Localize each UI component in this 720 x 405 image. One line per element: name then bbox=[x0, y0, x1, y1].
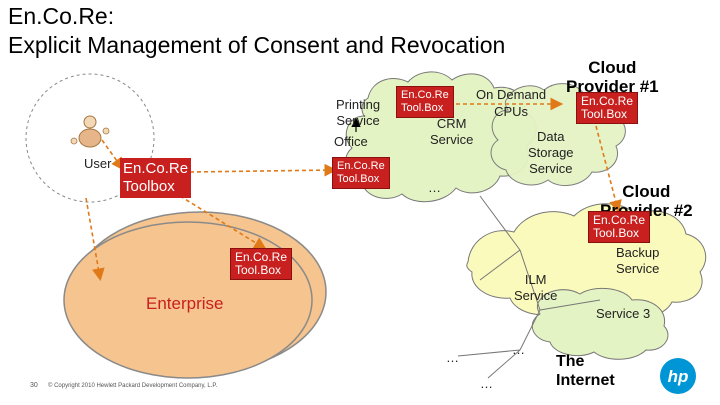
flow-arrow-cloud1-to-cloud2 bbox=[595, 125, 622, 214]
copyright-text: © Copyright 2010 Hewlett Packard Develop… bbox=[48, 383, 218, 389]
user-figure-icon bbox=[70, 115, 110, 148]
internet-link-5 bbox=[487, 349, 521, 379]
user-label: User bbox=[84, 156, 112, 171]
ellipsis-b: … bbox=[446, 350, 459, 365]
printing-service-label: Printing Service bbox=[336, 97, 381, 128]
company-toolbox-mid: En.Co.Re Tool.Box bbox=[332, 157, 390, 189]
internet-link-7 bbox=[479, 249, 521, 281]
the-internet-label: The Internet bbox=[556, 353, 615, 389]
service-3-label: Service 3 bbox=[596, 306, 651, 321]
enterprise-label: Enterprise bbox=[146, 294, 224, 313]
hp-logo-text: hp bbox=[668, 367, 689, 386]
ellipsis-c: … bbox=[480, 376, 493, 391]
flow-arrow-user-to-toolbox bbox=[101, 139, 124, 171]
user-toolbox: En.Co.Re Toolbox bbox=[120, 158, 192, 198]
internet-link-1 bbox=[479, 195, 521, 251]
page-number: 30 bbox=[30, 382, 38, 389]
user-dashed-circle bbox=[25, 73, 155, 203]
cloud1-toolbox: En.Co.Re Tool.Box bbox=[576, 92, 639, 124]
flow-arrow-toolbox-to-company bbox=[189, 163, 338, 177]
company-toolbox-top: En.Co.Re Tool.Box bbox=[396, 86, 454, 118]
title-line-1: En.Co.Re: bbox=[8, 3, 115, 29]
internet-link-6 bbox=[539, 299, 601, 311]
ilm-service-label: ILM Service bbox=[514, 272, 558, 303]
cloud2-toolbox: En.Co.Re Tool.Box bbox=[588, 211, 651, 243]
internet-link-4 bbox=[457, 349, 521, 357]
cloud-provider-1-title: Cloud Provider #1 bbox=[566, 58, 659, 96]
office-apps-label: Office Apps bbox=[334, 134, 368, 152]
ellipsis-a: … bbox=[512, 342, 525, 357]
slide-title: En.Co.Re: Explicit Management of Consent… bbox=[8, 2, 505, 60]
internet-link-3 bbox=[519, 309, 541, 351]
backup-service-label: Backup Service bbox=[616, 245, 660, 276]
hp-logo: hp bbox=[660, 358, 696, 394]
flow-arrow-toolbox-to-enterprise bbox=[179, 195, 267, 250]
on-demand-cpus-label: On Demand CPUs bbox=[476, 87, 547, 119]
company-cloud-ellipsis: … bbox=[428, 180, 441, 195]
data-storage-service-label: Data Storage Service bbox=[528, 129, 574, 176]
enterprise-toolbox: En.Co.Re Tool.Box bbox=[230, 248, 293, 280]
company-cloud bbox=[345, 71, 537, 203]
internet-link-2 bbox=[519, 249, 541, 311]
title-line-2: Explicit Management of Consent and Revoc… bbox=[8, 32, 506, 58]
crm-service-label: CRM Service bbox=[430, 116, 474, 147]
